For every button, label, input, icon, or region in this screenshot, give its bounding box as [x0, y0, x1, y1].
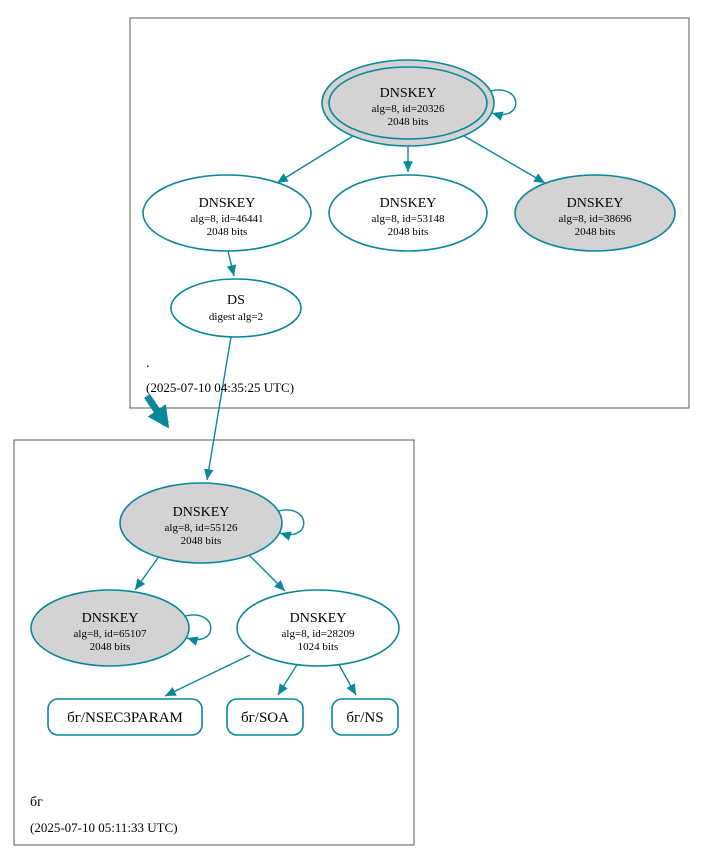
- zone-box-root: [129, 17, 690, 409]
- node-ds-root: DS digest alg=2: [170, 278, 302, 338]
- edge-20326-to-38696: [463, 135, 546, 184]
- dnskey-55126-detail2: 2048 bits: [181, 535, 222, 547]
- dnskey-55126-ellipse: [119, 482, 283, 564]
- node-rrset-nsec3param: бг/NSEC3PARAM: [47, 698, 203, 736]
- dnskey-20326-detail2: 2048 bits: [388, 116, 429, 128]
- edge-self-sign-20326: [489, 89, 517, 121]
- dnskey-28209-detail1: alg=8, id=28209: [282, 628, 355, 640]
- edge-delegation-root-to-bg: [144, 394, 170, 429]
- node-dnskey-20326: DNSKEY alg=8, id=20326 2048 bits: [321, 59, 495, 147]
- node-dnskey-55126: DNSKEY alg=8, id=55126 2048 bits: [119, 482, 283, 564]
- edge-28209-to-soa: [277, 662, 299, 696]
- ds-title: DS: [227, 293, 245, 308]
- node-rrset-ns: бг/NS: [331, 698, 399, 736]
- edge-self-sign-55126: [277, 509, 305, 541]
- dnskey-38696-ellipse: [514, 174, 676, 252]
- node-dnskey-28209: DNSKEY alg=8, id=28209 1024 bits: [236, 589, 400, 667]
- rrset-soa-rect: [226, 698, 304, 736]
- ds-ellipse: [170, 278, 302, 338]
- dnskey-46441-detail2: 2048 bits: [207, 226, 248, 238]
- rrset-nsec3param-label: бг/NSEC3PARAM: [67, 710, 183, 726]
- node-rrset-soa: бг/SOA: [226, 698, 304, 736]
- dnskey-46441-detail1: alg=8, id=46441: [191, 213, 264, 225]
- edge-self-sign-65107: [184, 614, 212, 646]
- edge-28209-to-ns: [337, 662, 357, 696]
- edge-46441-to-ds: [226, 250, 237, 277]
- dnskey-53148-detail2: 2048 bits: [388, 226, 429, 238]
- dnskey-28209-title: DNSKEY: [290, 611, 347, 626]
- rrset-ns-rect: [331, 698, 399, 736]
- zone-timestamp-root: (2025-07-10 04:35:25 UTC): [146, 380, 294, 395]
- dnskey-28209-ellipse: [236, 589, 400, 667]
- ds-detail1: digest alg=2: [209, 311, 263, 323]
- edge-ds-to-55126: [204, 336, 232, 481]
- edge-55126-to-28209: [247, 553, 286, 592]
- node-dnskey-53148: DNSKEY alg=8, id=53148 2048 bits: [328, 174, 488, 252]
- dnskey-65107-title: DNSKEY: [82, 611, 139, 626]
- dnskey-28209-detail2: 1024 bits: [298, 641, 339, 653]
- dnskey-20326-detail1: alg=8, id=20326: [372, 103, 445, 115]
- dnskey-53148-detail1: alg=8, id=53148: [372, 213, 445, 225]
- rrset-ns-label: бг/NS: [346, 710, 383, 726]
- edge-20326-to-46441: [276, 135, 354, 184]
- dnskey-46441-ellipse: [142, 174, 312, 252]
- dnskey-38696-detail1: alg=8, id=38696: [559, 213, 632, 225]
- rrset-soa-label: бг/SOA: [241, 710, 289, 726]
- dnskey-65107-detail1: alg=8, id=65107: [74, 628, 147, 640]
- dnskey-20326-inner-ellipse: [328, 66, 488, 140]
- dnskey-38696-title: DNSKEY: [567, 196, 624, 211]
- dnskey-65107-ellipse: [30, 589, 190, 667]
- dnskey-53148-ellipse: [328, 174, 488, 252]
- dnskey-55126-title: DNSKEY: [173, 505, 230, 520]
- edge-28209-to-nsec3param: [164, 654, 251, 697]
- dnskey-65107-detail2: 2048 bits: [90, 641, 131, 653]
- edge-55126-to-65107: [134, 554, 161, 591]
- node-dnskey-38696: DNSKEY alg=8, id=38696 2048 bits: [514, 174, 676, 252]
- dnskey-20326-title: DNSKEY: [380, 86, 437, 101]
- zone-timestamp-bg: (2025-07-10 05:11:33 UTC): [30, 820, 178, 835]
- dnskey-20326-outer-ellipse: [321, 59, 495, 147]
- zone-label-root: .: [146, 356, 150, 371]
- dnskey-53148-title: DNSKEY: [380, 196, 437, 211]
- rrset-nsec3param-rect: [47, 698, 203, 736]
- dnskey-38696-detail2: 2048 bits: [575, 226, 616, 238]
- zone-label-bg: бг: [30, 795, 43, 810]
- dnskey-46441-title: DNSKEY: [199, 196, 256, 211]
- dnskey-55126-detail1: alg=8, id=55126: [165, 522, 238, 534]
- node-dnskey-46441: DNSKEY alg=8, id=46441 2048 bits: [142, 174, 312, 252]
- node-dnskey-65107: DNSKEY alg=8, id=65107 2048 bits: [30, 589, 190, 667]
